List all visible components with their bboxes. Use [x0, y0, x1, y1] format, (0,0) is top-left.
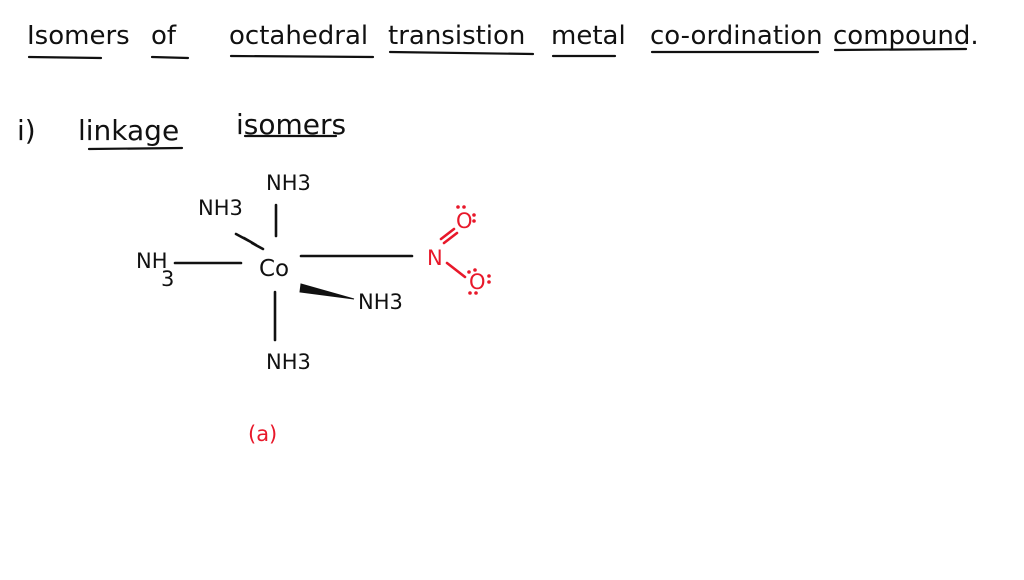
underline-transistion — [388, 50, 535, 56]
underline-of — [150, 55, 190, 60]
title-word-isomers: Isomers — [27, 21, 130, 51]
ligand-back-ammonia: NH3 — [198, 196, 243, 220]
underline-isomers — [27, 55, 103, 60]
center-atom-cobalt: Co — [259, 256, 289, 282]
title-word-octahedral: octahedral — [229, 21, 368, 51]
lone-pair-dot — [462, 205, 466, 209]
lone-pair-dot — [456, 205, 460, 209]
ligand-left-subscript: 3 — [161, 267, 174, 291]
nitro-ligand: N O O — [427, 205, 491, 295]
ligand-bottom-ammonia: NH3 — [266, 350, 311, 374]
title-word-of: of — [151, 21, 177, 51]
nitro-double-bond — [439, 227, 459, 245]
octahedral-complex-structure: Co NH3 NH3 NH 3 NH3 NH3 — [136, 171, 414, 374]
title-word-coordination: co-ordination — [650, 21, 823, 51]
heading-word-linkage: linkage — [78, 114, 179, 147]
title-word-compound: compound. — [833, 21, 979, 51]
title-word-transistion: transistion — [388, 21, 525, 51]
lone-pair-dot — [467, 270, 471, 274]
underline-compound — [833, 47, 968, 52]
underline-octahedral — [229, 54, 375, 59]
ligand-left-ammonia: NH — [136, 249, 168, 273]
title: Isomers of octahedral transistion metal … — [27, 21, 979, 60]
lone-pair-dot — [472, 219, 476, 223]
ligand-top-ammonia: NH3 — [266, 171, 311, 195]
title-word-metal: metal — [551, 21, 626, 51]
nitro-single-bond — [445, 261, 467, 279]
lone-pair-dot — [487, 274, 491, 278]
lone-pair-dot — [473, 268, 477, 272]
lone-pair-dot — [474, 291, 478, 295]
lone-pair-dot — [487, 280, 491, 284]
section-marker: i) — [17, 114, 36, 147]
lone-pair-dot — [468, 291, 472, 295]
section-heading: i) linkage isomers — [17, 108, 346, 151]
nitro-oxygen-top: O — [456, 209, 473, 233]
nitro-nitrogen: N — [427, 246, 443, 270]
lone-pair-dot — [472, 213, 476, 217]
bond-wedge — [299, 283, 355, 300]
underline-linkage — [87, 146, 184, 151]
ligand-wedge-ammonia: NH3 — [358, 290, 403, 314]
figure-label-a: (a) — [248, 422, 277, 446]
nitro-oxygen-bottom: O — [469, 270, 486, 294]
bond-back-dashed — [234, 232, 265, 251]
